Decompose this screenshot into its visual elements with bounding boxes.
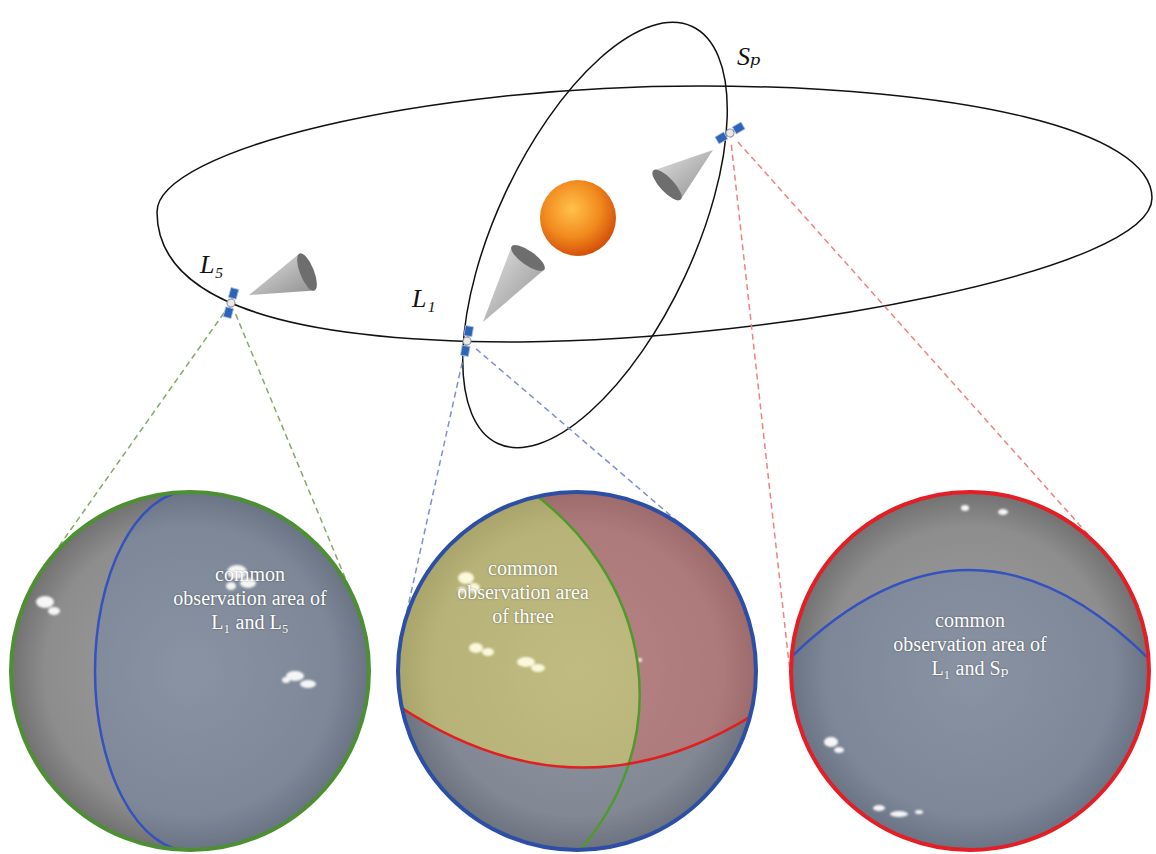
ecliptic-orbit	[157, 86, 1152, 342]
disk-outline	[398, 492, 756, 850]
active-region	[834, 747, 844, 753]
satellite-body	[226, 298, 236, 308]
view-line	[236, 314, 356, 602]
active-region	[531, 664, 545, 672]
satellite-icon	[223, 287, 238, 318]
active-region	[300, 680, 316, 688]
active-region	[873, 805, 885, 811]
view-line	[44, 313, 224, 568]
view-cone-base	[648, 166, 686, 205]
active-region	[517, 657, 535, 667]
satellite-node: L₁	[452, 326, 482, 356]
solar-panel	[460, 345, 470, 356]
satellite-icon	[452, 326, 482, 356]
visibility-boundary	[514, 480, 640, 854]
common-area-shade	[95, 491, 370, 851]
observation-disk: common observation area of three	[396, 490, 758, 852]
solar-panel	[464, 326, 474, 337]
view-cone-base	[508, 241, 549, 275]
active-region	[824, 737, 838, 747]
disk-outline	[396, 490, 758, 852]
satellite-label: L₁	[412, 286, 436, 312]
satellite-node: Sₚ	[715, 118, 745, 148]
active-region	[638, 658, 642, 662]
view-line	[402, 353, 464, 632]
visibility-boundary	[769, 570, 1156, 680]
observation-disk: common observation area of L₁ and Sₚ	[789, 490, 1151, 852]
solar-panel	[223, 307, 233, 319]
active-region	[890, 811, 908, 817]
active-region	[469, 643, 483, 653]
solar-disk-image	[376, 470, 776, 854]
satellite-icon	[715, 118, 745, 148]
satellite-label: L₅	[200, 252, 224, 278]
common-area-shade	[376, 470, 776, 854]
common-area-shade	[376, 470, 776, 854]
observation-disk: common observation area of L₁ and L₅	[9, 490, 371, 852]
satellite-body	[725, 128, 736, 139]
active-region	[36, 596, 54, 608]
disk-outline	[9, 490, 371, 852]
satellite-icon	[460, 326, 473, 357]
solar-disk-image	[9, 490, 371, 852]
satellite-label: Sₚ	[737, 44, 760, 70]
visibility-boundary	[376, 690, 776, 768]
polar-orbit	[408, 0, 782, 485]
common-area-shade	[376, 470, 776, 854]
satellite-icon	[216, 288, 246, 318]
solar-panel	[228, 287, 238, 299]
satellite-icon	[715, 122, 745, 144]
satellite-node: L₅	[216, 288, 246, 318]
active-region	[48, 607, 60, 615]
disk-ground	[9, 490, 371, 852]
area-label: common observation area of L₁ and L₅	[170, 562, 330, 634]
visibility-boundary	[95, 491, 190, 851]
area-label: common observation area of L₁ and Sₚ	[890, 608, 1050, 680]
active-region	[961, 505, 969, 511]
area-label: common observation area of three	[448, 556, 598, 628]
satellite-body	[462, 336, 471, 345]
view-cone-base	[293, 251, 321, 293]
active-region	[482, 648, 494, 656]
active-region	[282, 677, 290, 683]
active-region	[915, 810, 923, 814]
view-line	[731, 145, 792, 691]
solar-disk-image	[769, 470, 1156, 854]
active-region	[998, 509, 1008, 515]
view-line	[738, 142, 1104, 552]
common-area-shade	[769, 470, 1156, 854]
disk-outline	[791, 492, 1149, 850]
disk-outline	[11, 492, 369, 850]
sun	[540, 180, 616, 256]
